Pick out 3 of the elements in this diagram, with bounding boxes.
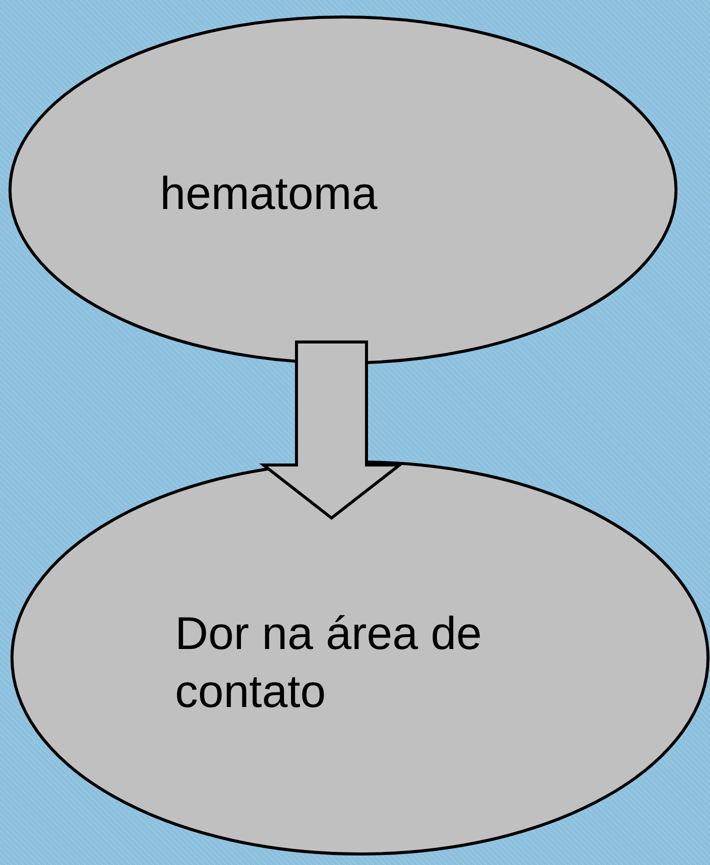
node-label: hematoma xyxy=(160,166,378,221)
block-arrow xyxy=(259,340,404,520)
node-label: Dor na área de contato xyxy=(175,606,483,718)
